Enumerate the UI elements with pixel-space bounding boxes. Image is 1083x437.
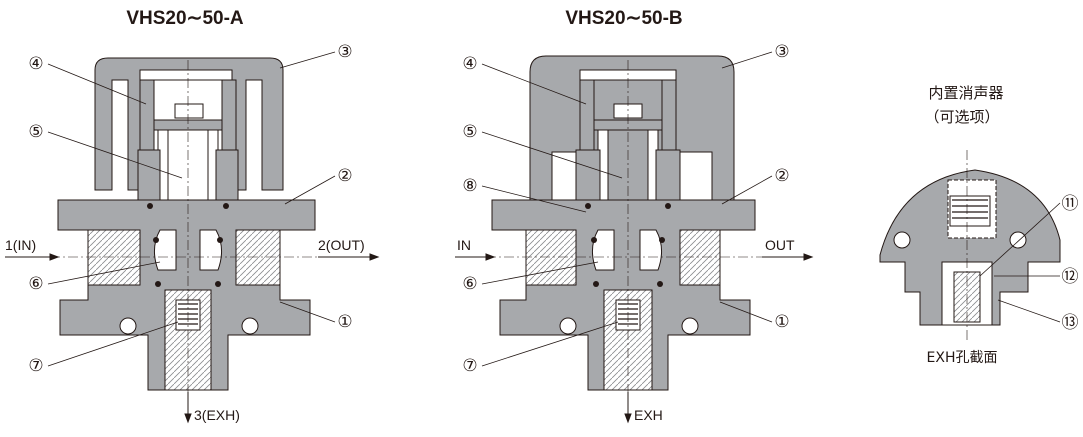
diagram-b-callout-7: ⑦ xyxy=(462,356,477,375)
diagram-a-port-out: 2(OUT) xyxy=(318,237,365,253)
silencer-callout-13: ⑬ xyxy=(1062,313,1079,332)
diagram-a-callout-2: ② xyxy=(337,166,352,185)
diagram-a-callout-5: ⑤ xyxy=(28,122,43,141)
diagram-a-callout-6: ⑥ xyxy=(28,274,43,293)
diagram-a-callout-7: ⑦ xyxy=(28,356,43,375)
diagram-a: VHS20∼50-A xyxy=(5,8,380,424)
diagram-a-port-exh: 3(EXH) xyxy=(194,407,240,423)
diagram-b-callout-3: ③ xyxy=(774,42,789,61)
diagram-b-callout-8: ⑧ xyxy=(462,176,477,195)
diagram-b-callout-1: ① xyxy=(774,312,789,331)
diagram-a-callout-3: ③ xyxy=(337,42,352,61)
silencer-callout-11: ⑪ xyxy=(1062,194,1079,213)
diagram-b-port-in: IN xyxy=(457,237,471,253)
silencer-title-line1: 内置消声器 xyxy=(928,84,1003,102)
silencer-title-line2: （可选项） xyxy=(924,108,999,126)
diagram-b-callout-2: ② xyxy=(774,166,789,185)
diagram-a-title: VHS20∼50-A xyxy=(126,8,244,29)
diagram-a-callout-4: ④ xyxy=(28,54,43,73)
silencer-detail: 内置消声器 （可选项） ⑪ ⑫ ⑬ EXH孔截面 xyxy=(879,84,1079,366)
diagram-b-callout-6: ⑥ xyxy=(462,274,477,293)
diagram-b-callout-4: ④ xyxy=(462,54,477,73)
diagram-a-callout-1: ① xyxy=(337,312,352,331)
diagram-b-title: VHS20∼50-B xyxy=(565,8,682,29)
diagram-b: VHS20∼50-B xyxy=(455,8,814,424)
diagram-b-port-exh: EXH xyxy=(634,407,663,423)
silencer-caption: EXH孔截面 xyxy=(927,350,998,366)
silencer-callout-12: ⑫ xyxy=(1062,267,1079,286)
diagram-b-callout-5: ⑤ xyxy=(462,122,477,141)
diagram-a-port-in: 1(IN) xyxy=(5,237,36,253)
diagram-b-port-out: OUT xyxy=(765,237,795,253)
